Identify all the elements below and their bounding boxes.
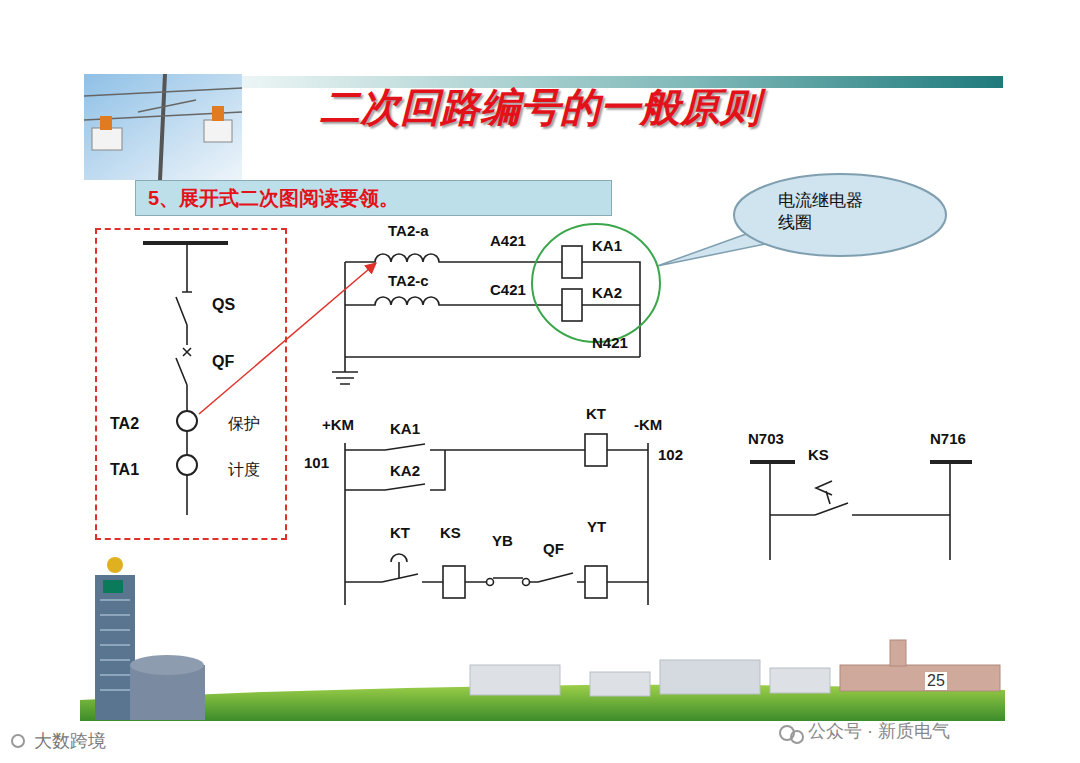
page-number: 25 <box>925 672 947 690</box>
timer-coil-symbol <box>585 434 607 466</box>
building <box>660 660 760 694</box>
signal-bus <box>930 460 972 464</box>
subtitle-text: 5、展开式二次图阅读要领。 <box>148 185 399 211</box>
device-label: TA2 <box>110 414 139 435</box>
device-label: QS <box>212 295 235 316</box>
wire-number: N421 <box>592 334 628 352</box>
slide-title: 二次回路编号的一般原则 <box>270 84 810 130</box>
relay-coil-symbol <box>562 246 582 278</box>
bus-bar <box>143 241 228 245</box>
relay-coil-symbol <box>562 289 582 321</box>
bus-label: N703 <box>748 430 784 448</box>
bus-label: N716 <box>930 430 966 448</box>
control-wire <box>345 450 445 490</box>
bus-label: -KM <box>634 416 662 434</box>
single-line-frame: QS QF TA2 保护 TA1 计度 <box>95 228 287 540</box>
photo-bucket <box>92 128 122 150</box>
relay-coil-label: KA1 <box>592 236 622 256</box>
photo-wires <box>84 88 242 120</box>
wire-number: 101 <box>304 454 329 472</box>
callout-bubble-outline <box>732 172 948 258</box>
device-label: TA1 <box>110 460 139 481</box>
device-label: 保护 <box>228 414 260 435</box>
ct-label: TA2-a <box>388 222 429 240</box>
watermark: 公众号 · 新质电气 <box>806 722 952 740</box>
pointer-arrow <box>199 263 376 414</box>
contact-label: KT <box>390 524 410 542</box>
photo-bucket <box>204 120 232 142</box>
ct-label: TA2-c <box>388 272 429 290</box>
watermark-icon <box>12 735 24 747</box>
photo-pole <box>160 74 165 180</box>
signal-circuit-wire <box>770 462 950 560</box>
building-logo <box>103 580 123 593</box>
highlight-circle-shape <box>532 224 660 342</box>
ct-symbol <box>177 411 197 431</box>
contact-label: KS <box>808 446 829 464</box>
building-dome <box>130 655 204 675</box>
wire-number: C421 <box>490 281 526 299</box>
link-terminal <box>487 579 494 586</box>
wire <box>186 431 188 455</box>
coil-label: YT <box>587 518 606 536</box>
link-terminal <box>523 579 530 586</box>
contact-label: QF <box>543 540 564 558</box>
photo-worker <box>212 106 224 121</box>
current-circuit-wire <box>345 254 640 372</box>
bus-label: +KM <box>322 416 354 434</box>
tall-building <box>95 575 135 720</box>
wire-number: 102 <box>658 446 683 464</box>
subtitle-box: 5、展开式二次图阅读要领。 <box>135 180 612 216</box>
relay-coil-label: KA2 <box>592 283 622 303</box>
highlight-circle: KA1KA2 <box>530 222 662 344</box>
link-label: YB <box>492 532 513 550</box>
callout-text: 电流继电器 线圈 <box>778 190 878 234</box>
signal-bus <box>750 460 795 464</box>
callout-bubble: 电流继电器 线圈 <box>732 172 948 258</box>
building <box>770 668 830 693</box>
building <box>470 665 560 695</box>
device-label: QF <box>212 352 234 373</box>
ct-symbol <box>177 455 197 475</box>
breaker-symbol <box>176 348 191 411</box>
device-label: 计度 <box>228 460 260 481</box>
building-windows <box>100 600 130 690</box>
delay-symbol <box>391 554 407 578</box>
coil-label: KS <box>440 524 461 542</box>
building-ornament <box>107 557 123 573</box>
building-tower <box>890 640 906 666</box>
header-photo <box>84 74 242 180</box>
photo-worker <box>100 116 112 130</box>
wechat-icon <box>791 731 803 743</box>
building <box>590 672 650 696</box>
building <box>840 665 1000 691</box>
ground-symbol <box>332 372 358 384</box>
wire <box>186 475 188 515</box>
signal-flag-symbol <box>816 481 832 504</box>
contact-label: KA1 <box>390 420 420 438</box>
callout-bubble-shape <box>734 174 946 256</box>
contact-label: KA2 <box>390 462 420 480</box>
dc-bus-wire <box>345 443 648 605</box>
disconnector-symbol <box>176 243 192 345</box>
trip-coil-symbol <box>585 566 607 598</box>
watermark: 大数跨境 <box>32 732 108 750</box>
signal-relay-coil <box>443 566 465 598</box>
coil-label: KT <box>586 405 606 423</box>
wire-number: A421 <box>490 232 526 250</box>
